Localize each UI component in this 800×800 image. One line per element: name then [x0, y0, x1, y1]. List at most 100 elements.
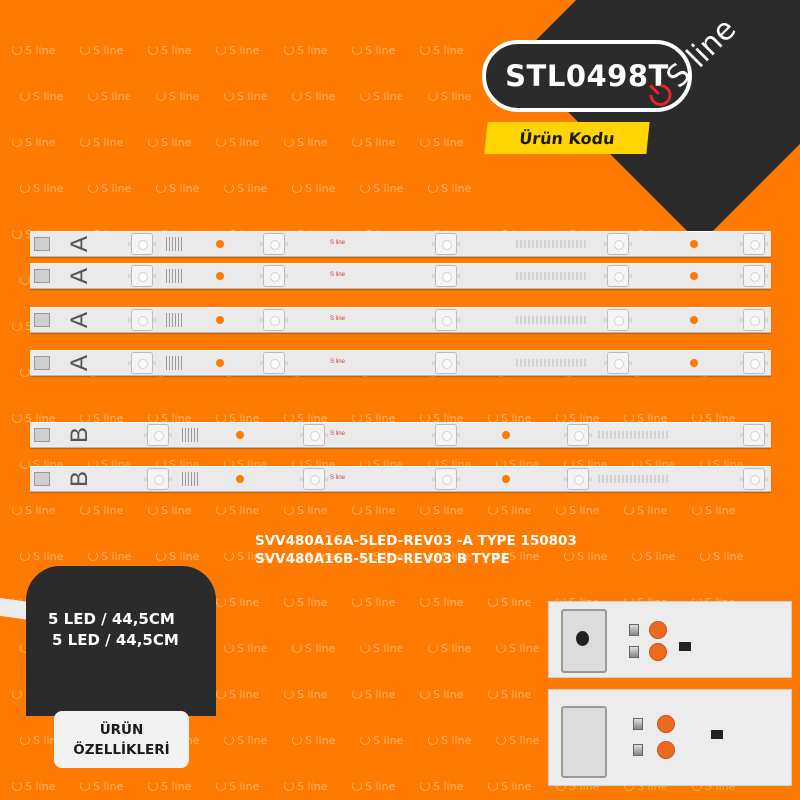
- watermark-logo: S line: [420, 780, 463, 793]
- watermark-text: S line: [161, 136, 192, 149]
- power-icon: [428, 551, 438, 561]
- product-code: STL0498T: [505, 59, 669, 93]
- watermark-logo: S line: [360, 734, 403, 747]
- watermark-text: S line: [33, 550, 64, 563]
- watermark-text: S line: [501, 596, 532, 609]
- watermark-text: S line: [297, 688, 328, 701]
- watermark-text: S line: [305, 550, 336, 563]
- watermark-logo: S line: [292, 642, 335, 655]
- spec-line-2: 5 LED / 44,5CM: [52, 631, 179, 649]
- power-icon: [284, 689, 294, 699]
- strip-connector: [34, 428, 50, 442]
- watermark-text: S line: [237, 182, 268, 195]
- model-line-a: SVV480A16A-5LED-REV03 -A TYPE 150803: [255, 533, 577, 549]
- watermark-logo: S line: [148, 136, 191, 149]
- diode-chip: [711, 730, 723, 739]
- watermark-text: S line: [509, 642, 540, 655]
- power-icon: [80, 781, 90, 791]
- power-icon: [488, 781, 498, 791]
- watermark-logo: S line: [488, 688, 531, 701]
- watermark-logo: S line: [224, 642, 267, 655]
- watermark-logo: S line: [428, 734, 471, 747]
- watermark-text: S line: [305, 182, 336, 195]
- watermark-text: S line: [441, 550, 472, 563]
- product-code-label-text: Ürün Kodu: [518, 128, 616, 148]
- watermark-text: S line: [93, 780, 124, 793]
- watermark-text: S line: [441, 182, 472, 195]
- watermark-text: S line: [297, 136, 328, 149]
- power-icon: [12, 229, 22, 239]
- power-icon: [284, 781, 294, 791]
- strip-fine-print: [516, 240, 586, 248]
- power-icon: [216, 597, 226, 607]
- strip-barcode: [166, 237, 184, 251]
- power-icon: [148, 781, 158, 791]
- watermark-text: S line: [509, 550, 540, 563]
- watermark-logo: S line: [428, 90, 471, 103]
- watermark-text: S line: [93, 504, 124, 517]
- led: [435, 352, 457, 374]
- power-icon: [216, 505, 226, 515]
- power-icon: [12, 505, 22, 515]
- power-icon: [20, 551, 30, 561]
- watermark-text: S line: [169, 90, 200, 103]
- watermark-text: S line: [365, 780, 396, 793]
- power-icon: [20, 459, 30, 469]
- spec-card: 5 LED / 44,5CM 5 LED / 44,5CM: [26, 566, 216, 716]
- watermark-logo: S line: [224, 734, 267, 747]
- power-icon: [224, 735, 234, 745]
- watermark-text: S line: [161, 412, 192, 425]
- power-icon: [428, 183, 438, 193]
- watermark-logo: S line: [12, 412, 55, 425]
- led: [435, 309, 457, 331]
- connector-closeup-b: [548, 689, 792, 786]
- watermark-logo: S line: [80, 44, 123, 57]
- watermark-text: S line: [433, 136, 464, 149]
- mounting-hole: [216, 359, 224, 367]
- strip-fine-print: [516, 359, 586, 367]
- led: [607, 352, 629, 374]
- watermark-logo: S line: [352, 780, 395, 793]
- watermark-text: S line: [433, 780, 464, 793]
- model-numbers: SVV480A16A-5LED-REV03 -A TYPE 150803 SVV…: [255, 532, 577, 568]
- watermark-text: S line: [441, 734, 472, 747]
- power-icon: [12, 321, 22, 331]
- power-icon: [20, 275, 30, 285]
- led: [263, 265, 285, 287]
- power-icon: [284, 505, 294, 515]
- watermark-logo: S line: [80, 504, 123, 517]
- mounting-hole: [690, 240, 698, 248]
- watermark-text: S line: [101, 182, 132, 195]
- strip-type-letter: A: [66, 267, 94, 285]
- watermark-text: S line: [373, 550, 404, 563]
- watermark-text: S line: [237, 550, 268, 563]
- power-icon: [20, 735, 30, 745]
- power-icon: [420, 45, 430, 55]
- solder-pad-metal: [629, 624, 639, 636]
- watermark-logo: S line: [20, 182, 63, 195]
- power-icon: [224, 551, 234, 561]
- led: [743, 233, 765, 255]
- strip-fine-print: [598, 431, 668, 439]
- power-icon: [420, 505, 430, 515]
- led: [435, 468, 457, 490]
- watermark-text: S line: [433, 412, 464, 425]
- connector-socket: [561, 706, 607, 778]
- strip-barcode: [166, 356, 184, 370]
- solder-pad-metal: [633, 718, 643, 730]
- watermark-text: S line: [577, 550, 608, 563]
- power-icon: [624, 781, 634, 791]
- watermark-text: S line: [637, 412, 668, 425]
- watermark-text: S line: [305, 642, 336, 655]
- watermark-logo: S line: [556, 504, 599, 517]
- power-icon: [12, 45, 22, 55]
- watermark-text: S line: [229, 780, 260, 793]
- watermark-logo: S line: [284, 688, 327, 701]
- watermark-text: S line: [441, 642, 472, 655]
- led: [435, 265, 457, 287]
- watermark-logo: S line: [700, 550, 743, 563]
- watermark-logo: S line: [88, 550, 131, 563]
- watermark-logo: S line: [360, 550, 403, 563]
- strip-type-letter: B: [66, 426, 94, 444]
- watermark-logo: S line: [284, 44, 327, 57]
